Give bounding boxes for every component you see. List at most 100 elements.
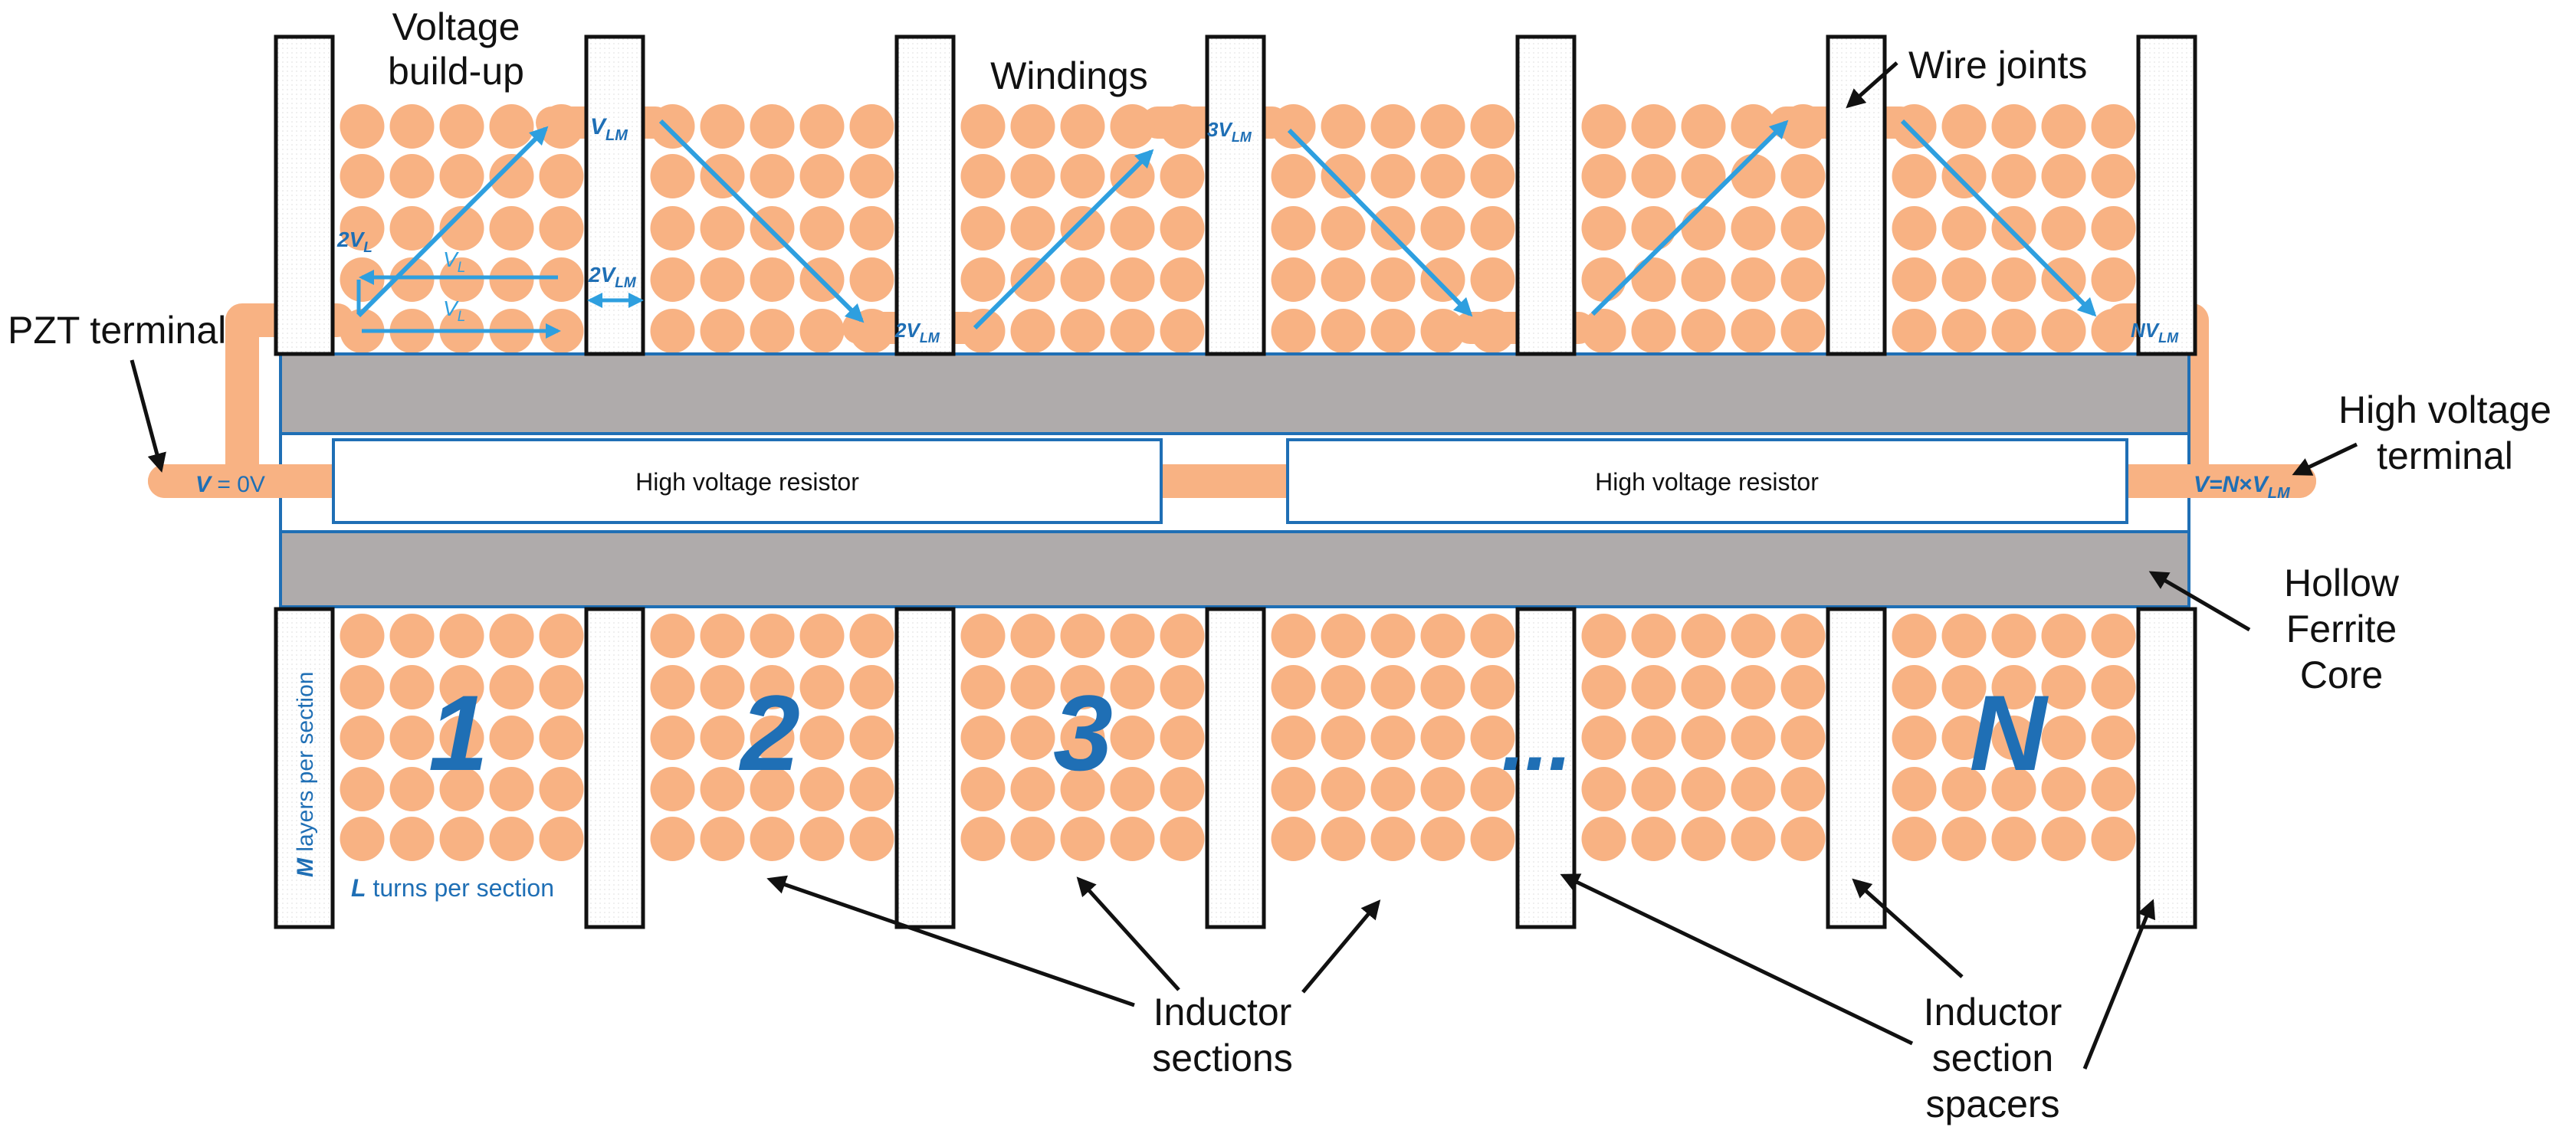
- winding-turn: [1370, 817, 1416, 861]
- callout-spacers-line2: section: [1932, 1037, 2053, 1079]
- winding-turn: [650, 104, 695, 149]
- label-2vlm-spacer: 2VLM: [588, 263, 637, 291]
- winding-turn: [1271, 767, 1316, 811]
- pointer-hv-terminal: [2292, 442, 2358, 476]
- terminal-right-voltage: V=N×VLM: [2194, 472, 2291, 502]
- winding-turn: [1160, 104, 1205, 149]
- arrow-rise-3: [1590, 120, 1789, 316]
- winding-turn: [489, 817, 534, 861]
- winding-turn: [1321, 716, 1366, 760]
- winding-turn: [1110, 716, 1155, 760]
- winding-turn: [1941, 104, 1987, 149]
- section-numbers: 1 2 3 ... N: [428, 673, 2049, 793]
- voltage-labels: VLM 2VLM 3VLM NVLM 2VL VL VL 2VLM: [336, 114, 2179, 346]
- winding-turn: [1892, 767, 1937, 811]
- winding-turn: [1780, 257, 1826, 302]
- winding-turn: [389, 716, 435, 760]
- winding-turn: [1370, 257, 1416, 302]
- section-number-n: N: [1969, 673, 2049, 793]
- winding-turn: [1631, 257, 1676, 302]
- winding-turn: [1010, 257, 1055, 302]
- label-2vlm: 2VLM: [894, 319, 940, 346]
- winding-turn: [799, 614, 845, 658]
- winding-turn: [1110, 309, 1155, 353]
- winding-turn: [1420, 767, 1465, 811]
- winding-turn: [1321, 257, 1366, 302]
- winding-turn: [1010, 614, 1055, 658]
- winding-turn: [2041, 716, 2086, 760]
- winding-turn: [539, 257, 584, 302]
- winding-turn: [700, 309, 745, 353]
- winding-turn: [960, 206, 1006, 251]
- winding-turn: [1010, 817, 1055, 861]
- winding-turn: [2041, 104, 2086, 149]
- winding-turn: [1631, 665, 1676, 709]
- winding-turn: [1731, 257, 1776, 302]
- winding-turn: [1731, 665, 1776, 709]
- pointer-spacer-5: [1852, 878, 1964, 978]
- terminal-left-voltage: V = 0V: [195, 472, 265, 497]
- winding-turn: [1271, 716, 1316, 760]
- winding-turn: [1321, 665, 1366, 709]
- winding-turn: [340, 817, 385, 861]
- winding-turn: [1780, 614, 1826, 658]
- callout-ferrite-line1: Hollow: [2284, 562, 2400, 604]
- winding-turn: [489, 206, 534, 251]
- winding-turn: [700, 716, 745, 760]
- winding-turn: [1420, 206, 1465, 251]
- winding-turn: [1470, 257, 1515, 302]
- winding-turn: [1631, 817, 1676, 861]
- winding-turn: [1631, 614, 1676, 658]
- winding-turn: [1631, 309, 1676, 353]
- winding-turn: [1470, 767, 1515, 811]
- pointer-section-2: [766, 875, 1135, 1007]
- winding-turn: [1991, 817, 2036, 861]
- winding-turn: [1631, 206, 1676, 251]
- winding-turn: [1631, 716, 1676, 760]
- winding-turn: [1060, 154, 1105, 198]
- pointer-wire-joints: [1846, 61, 1898, 109]
- winding-turn: [1470, 716, 1515, 760]
- winding-turn: [2091, 154, 2136, 198]
- winding-turn: [799, 154, 845, 198]
- winding-turn: [1110, 206, 1155, 251]
- winding-turn: [1470, 154, 1515, 198]
- pointer-spacer-4: [1560, 873, 1914, 1046]
- winding-turn: [1991, 767, 2036, 811]
- winding-turn: [539, 614, 584, 658]
- resistor-1-label: High voltage resistor: [635, 468, 859, 496]
- winding-turn: [960, 104, 1006, 149]
- winding-turn: [750, 257, 795, 302]
- winding-turn: [960, 767, 1006, 811]
- winding-turn: [1160, 206, 1205, 251]
- winding-turn: [1941, 206, 1987, 251]
- winding-turn: [1010, 716, 1055, 760]
- winding-turn: [439, 767, 484, 811]
- callout-hv-terminal-line2: terminal: [2377, 434, 2513, 477]
- winding-turn: [489, 767, 534, 811]
- callout-ferrite-line3: Core: [2300, 654, 2383, 696]
- winding-turn: [1160, 817, 1205, 861]
- winding-turn: [1780, 817, 1826, 861]
- winding-turn: [1581, 257, 1626, 302]
- resistor-2-body: [1286, 438, 2128, 524]
- winding-turn: [2091, 767, 2136, 811]
- winding-turn: [1370, 767, 1416, 811]
- winding-turn: [1731, 817, 1776, 861]
- winding-turn: [1110, 817, 1155, 861]
- winding-turn: [340, 665, 385, 709]
- winding-turn: [1941, 257, 1987, 302]
- winding-turn: [960, 309, 1006, 353]
- arrow-fall-3: [1900, 119, 2097, 317]
- winding-turn: [1060, 716, 1105, 760]
- winding-turn: [1991, 614, 2036, 658]
- voltage-buildup-arrows: [356, 119, 2097, 339]
- winding-turn: [1160, 257, 1205, 302]
- winding-turn: [1060, 767, 1105, 811]
- arrow-rise-2: [973, 149, 1154, 330]
- callout-spacers-line3: spacers: [1925, 1083, 2059, 1125]
- winding-turn: [539, 716, 584, 760]
- winding-turn: [1060, 614, 1105, 658]
- winding-turn: [1581, 309, 1626, 353]
